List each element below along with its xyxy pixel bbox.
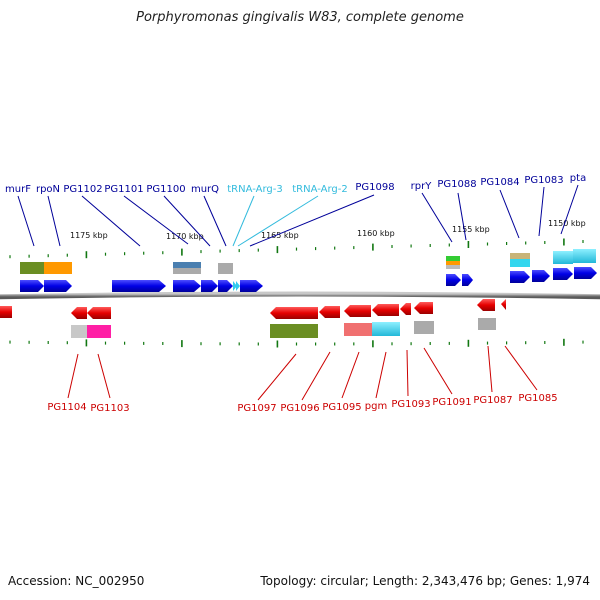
label-PG1101: PG1101	[104, 184, 143, 195]
gene-pta-a[interactable]	[553, 268, 573, 280]
label-leaders	[17, 184, 579, 401]
label-rprY: rprY	[411, 181, 433, 192]
scale-label-1170: 1170 kbp	[166, 232, 204, 241]
gene-rpoN[interactable]	[44, 280, 72, 292]
scale-ticks-top	[9, 238, 584, 259]
gene-PG1083[interactable]	[532, 270, 550, 282]
gene-PG1093[interactable]	[400, 303, 411, 315]
cog-block	[218, 263, 233, 274]
cog-block	[20, 262, 44, 274]
label-PG1095: PG1095	[322, 402, 361, 413]
scale-label-1175: 1175 kbp	[70, 231, 108, 240]
label-PG1091: PG1091	[432, 397, 471, 408]
label-PG1083: PG1083	[524, 175, 563, 186]
gene-PG1097[interactable]	[270, 307, 318, 319]
cog-block	[270, 324, 318, 338]
gene-PG1104[interactable]	[71, 307, 87, 319]
scale-label-1160: 1160 kbp	[357, 229, 395, 238]
cog-block	[446, 261, 460, 265]
scale-label-1155: 1155 kbp	[452, 225, 490, 234]
cog-block	[173, 268, 201, 274]
gene-tRNA-Arg-2[interactable]	[236, 281, 240, 291]
label-PG1087: PG1087	[473, 395, 512, 406]
label-PG1100: PG1100	[146, 184, 185, 195]
scale-label-1150: 1150 kbp	[548, 219, 586, 228]
gene-PG1103[interactable]	[87, 307, 111, 319]
cog-block	[446, 256, 460, 261]
genome-backbone	[0, 291, 600, 300]
accession-text: Accession: NC_002950	[8, 574, 145, 588]
gene-murQ[interactable]	[218, 280, 233, 292]
topology-text: Topology: circular; Length: 2,343,476 bp…	[260, 574, 590, 588]
gene-PG1098[interactable]	[240, 280, 263, 292]
scale-label-1165: 1165 kbp	[261, 231, 299, 240]
map-title: Porphyromonas gingivalis W83, complete g…	[136, 10, 464, 25]
label-murQ: murQ	[191, 184, 219, 195]
label-PG1096: PG1096	[280, 403, 319, 414]
gene-PG1087[interactable]	[477, 299, 495, 311]
gene-PG1088[interactable]	[462, 274, 473, 286]
label-PG1084: PG1084	[480, 177, 519, 188]
label-PG1088: PG1088	[437, 179, 476, 190]
cog-block	[478, 318, 496, 330]
gene-pgm[interactable]	[372, 304, 399, 316]
gene-PG1096[interactable]	[319, 306, 340, 318]
label-PG1097: PG1097	[237, 403, 276, 414]
gene-edge-left[interactable]	[0, 306, 12, 318]
label-pta: pta	[570, 173, 586, 184]
cog-block	[44, 262, 72, 274]
gene-rprY[interactable]	[446, 274, 461, 286]
label-tRNA-Arg-3: tRNA-Arg-3	[227, 184, 282, 195]
cog-block	[372, 322, 400, 336]
cog-block	[446, 265, 460, 269]
cog-block	[510, 259, 530, 267]
label-PG1093: PG1093	[391, 399, 430, 410]
gene-PG1101[interactable]	[173, 280, 201, 292]
cog-block	[71, 325, 88, 338]
label-PG1085: PG1085	[518, 393, 557, 404]
label-PG1102: PG1102	[63, 184, 102, 195]
label-PG1103: PG1103	[90, 403, 129, 414]
gene-PG1091[interactable]	[414, 302, 433, 314]
label-murF: murF	[5, 184, 31, 195]
cog-block	[344, 323, 372, 336]
plus-strand-genes	[20, 267, 597, 292]
cog-block	[87, 325, 111, 338]
label-rpoN: rpoN	[36, 184, 60, 195]
gene-PG1100[interactable]	[201, 280, 218, 292]
gene-tRNA-Arg-3[interactable]	[233, 281, 237, 291]
trna-genes	[233, 281, 240, 291]
gene-pta-b[interactable]	[574, 267, 597, 279]
category-blocks	[20, 249, 596, 338]
label-PG1104: PG1104	[47, 402, 86, 413]
label-pgm: pgm	[365, 401, 387, 412]
label-PG1098: PG1098	[355, 182, 394, 193]
cog-block	[573, 249, 596, 263]
cog-block	[553, 251, 573, 264]
minus-strand-genes	[0, 299, 506, 319]
scale-ticks-bottom	[9, 338, 584, 348]
cog-block	[510, 253, 530, 259]
gene-PG1085[interactable]	[501, 299, 506, 310]
gene-PG1102[interactable]	[112, 280, 166, 292]
gene-PG1084[interactable]	[510, 271, 530, 283]
label-tRNA-Arg-2: tRNA-Arg-2	[292, 184, 347, 195]
gene-murF[interactable]	[20, 280, 44, 292]
cog-block	[414, 321, 434, 334]
cog-block	[173, 262, 201, 268]
gene-PG1095[interactable]	[344, 305, 371, 317]
